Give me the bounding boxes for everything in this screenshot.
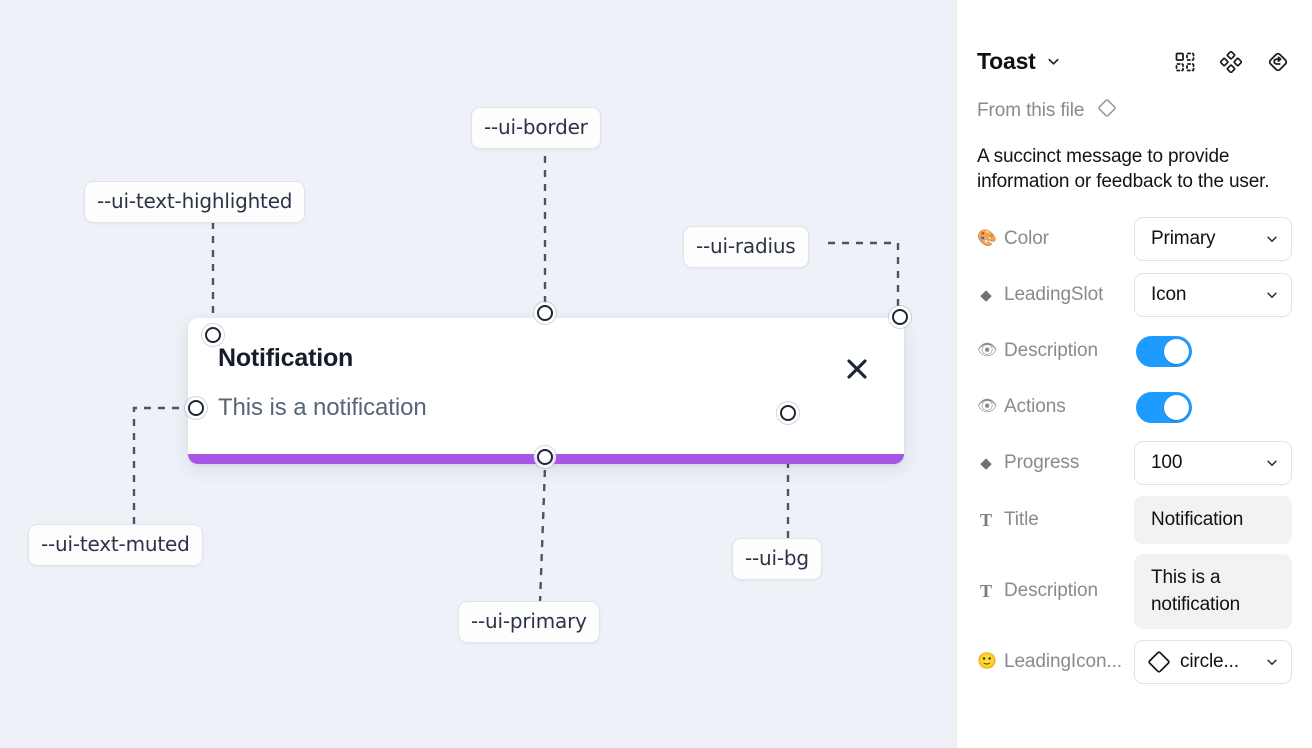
property-label-text: Progress: [1004, 452, 1080, 474]
progress-select-value: 100: [1151, 452, 1183, 474]
chevron-down-icon: [1265, 456, 1279, 470]
eye-emoji: 👁: [977, 398, 998, 416]
token-pill-ui-text-highlighted[interactable]: --ui-text-highlighted: [84, 181, 306, 223]
title-input[interactable]: Notification: [1134, 496, 1292, 544]
handle-ui-text-muted[interactable]: [185, 397, 207, 419]
leading-icon-select[interactable]: circle...: [1134, 639, 1292, 684]
component-description: A succinct message to provide informatio…: [977, 146, 1270, 193]
property-row-actions-visibility: 👁 Actions: [977, 384, 1292, 430]
from-this-file-row[interactable]: From this file: [957, 75, 1312, 124]
wire-ui-primary: [538, 466, 547, 604]
reset-instance-icon[interactable]: [1266, 50, 1290, 74]
progress-select[interactable]: 100: [1134, 441, 1292, 486]
toast-preview-card[interactable]: Notification This is a notification: [188, 318, 904, 464]
description-input[interactable]: This is a notification: [1134, 553, 1292, 629]
property-label-text: Description: [1004, 580, 1098, 602]
property-row-leading-slot: ◆ LeadingSlot Icon: [977, 272, 1292, 318]
token-pill-ui-radius[interactable]: --ui-radius: [683, 226, 809, 268]
property-label-text: Color: [1004, 228, 1049, 250]
chevron-down-icon[interactable]: [1046, 54, 1061, 69]
panel-header-actions: [1174, 50, 1290, 74]
token-pill-ui-bg[interactable]: --ui-bg: [732, 538, 822, 580]
wire-ui-radius: [828, 241, 900, 307]
close-icon[interactable]: [844, 356, 870, 382]
diamond-icon: [1096, 97, 1118, 124]
actions-toggle[interactable]: [1136, 391, 1192, 423]
eye-emoji: 👁: [977, 342, 998, 360]
handle-ui-bg[interactable]: [777, 402, 799, 424]
leading-slot-select-value: Icon: [1151, 284, 1187, 306]
property-row-description-visibility: 👁 Description: [977, 328, 1292, 374]
inspector-panel: Toast: [956, 0, 1312, 748]
diamond-icon: ◆: [980, 454, 992, 472]
palette-emoji: 🎨: [977, 230, 997, 248]
property-label-text: LeadingSlot: [1004, 284, 1104, 306]
token-pill-ui-primary[interactable]: --ui-primary: [458, 601, 600, 643]
property-label-text: LeadingIcon...: [1004, 650, 1122, 672]
property-label-text: Actions: [1004, 396, 1066, 418]
wire-ui-text-muted: [132, 406, 186, 524]
color-select[interactable]: Primary: [1134, 217, 1292, 262]
property-label-leading-icon: 🙂 LeadingIcon...: [977, 651, 1134, 673]
property-row-leading-icon: 🙂 LeadingIcon... circle...: [977, 639, 1292, 685]
text-icon: T: [980, 509, 992, 530]
handle-ui-text-highlighted[interactable]: [202, 324, 224, 346]
property-row-color: 🎨 Color Primary: [977, 216, 1292, 262]
component-name: Toast: [977, 48, 1036, 74]
chevron-down-icon: [1265, 655, 1279, 669]
token-pill-ui-text-muted[interactable]: --ui-text-muted: [28, 524, 203, 566]
property-label-actions: 👁 Actions: [977, 396, 1134, 418]
properties-list: 🎨 Color Primary ◆ L: [957, 194, 1312, 685]
token-pill-ui-border[interactable]: --ui-border: [471, 107, 601, 149]
property-label-description: 👁 Description: [977, 340, 1134, 362]
panel-header: Toast: [957, 0, 1312, 75]
component-set-icon[interactable]: [1220, 50, 1242, 73]
property-label-description-text: T Description: [977, 580, 1134, 602]
color-select-value: Primary: [1151, 228, 1216, 250]
leading-icon-select-value: circle...: [1180, 650, 1239, 672]
property-label-color: 🎨 Color: [977, 228, 1134, 250]
property-label-title: T Title: [977, 509, 1134, 531]
toggle-knob: [1164, 338, 1189, 364]
diamond-icon: ◆: [980, 286, 992, 304]
property-row-description-text: T Description This is a notification: [977, 553, 1292, 629]
chevron-down-icon: [1265, 288, 1279, 302]
property-row-progress: ◆ Progress 100: [977, 440, 1292, 486]
handle-ui-border[interactable]: [534, 302, 556, 324]
property-label-progress: ◆ Progress: [977, 452, 1134, 474]
description-toggle[interactable]: [1136, 335, 1192, 367]
property-label-text: Title: [1004, 508, 1039, 530]
property-label-text: Description: [1004, 340, 1098, 362]
toast-title: Notification: [218, 344, 354, 372]
from-this-file-label: From this file: [977, 99, 1085, 121]
smiley-emoji: 🙂: [977, 652, 997, 670]
chevron-down-icon: [1265, 232, 1279, 246]
text-icon: T: [980, 581, 992, 602]
diamond-icon: [1146, 649, 1172, 675]
detach-instance-icon[interactable]: [1174, 51, 1196, 73]
handle-ui-primary[interactable]: [534, 446, 556, 468]
design-canvas[interactable]: Notification This is a notification --ui…: [0, 0, 956, 748]
property-row-title: T Title Notification: [977, 496, 1292, 544]
toggle-knob: [1164, 394, 1189, 420]
leading-slot-select[interactable]: Icon: [1134, 273, 1292, 318]
toast-description: This is a notification: [218, 394, 427, 421]
property-label-leading-slot: ◆ LeadingSlot: [977, 284, 1134, 306]
handle-ui-radius[interactable]: [889, 306, 911, 328]
